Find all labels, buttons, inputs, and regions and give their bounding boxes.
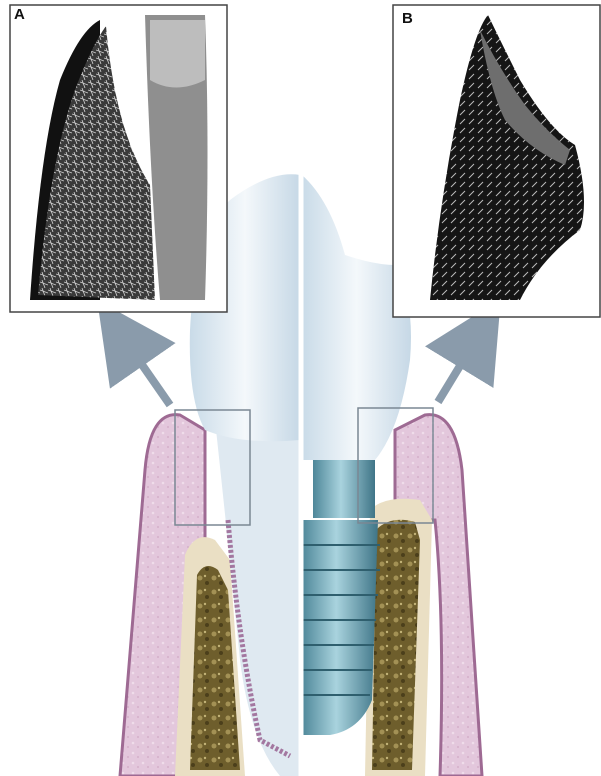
implant-abutment: [313, 458, 375, 518]
implant-fixture: [302, 520, 378, 735]
arrow-to-panel-a: [120, 333, 170, 405]
micrograph-a: [10, 5, 227, 312]
micrograph-b: [393, 5, 600, 317]
arrow-to-panel-b: [438, 333, 480, 402]
panel-label-b: B: [402, 10, 413, 27]
right-spongy-bone: [372, 520, 420, 770]
panel-label-a: A: [14, 6, 25, 23]
